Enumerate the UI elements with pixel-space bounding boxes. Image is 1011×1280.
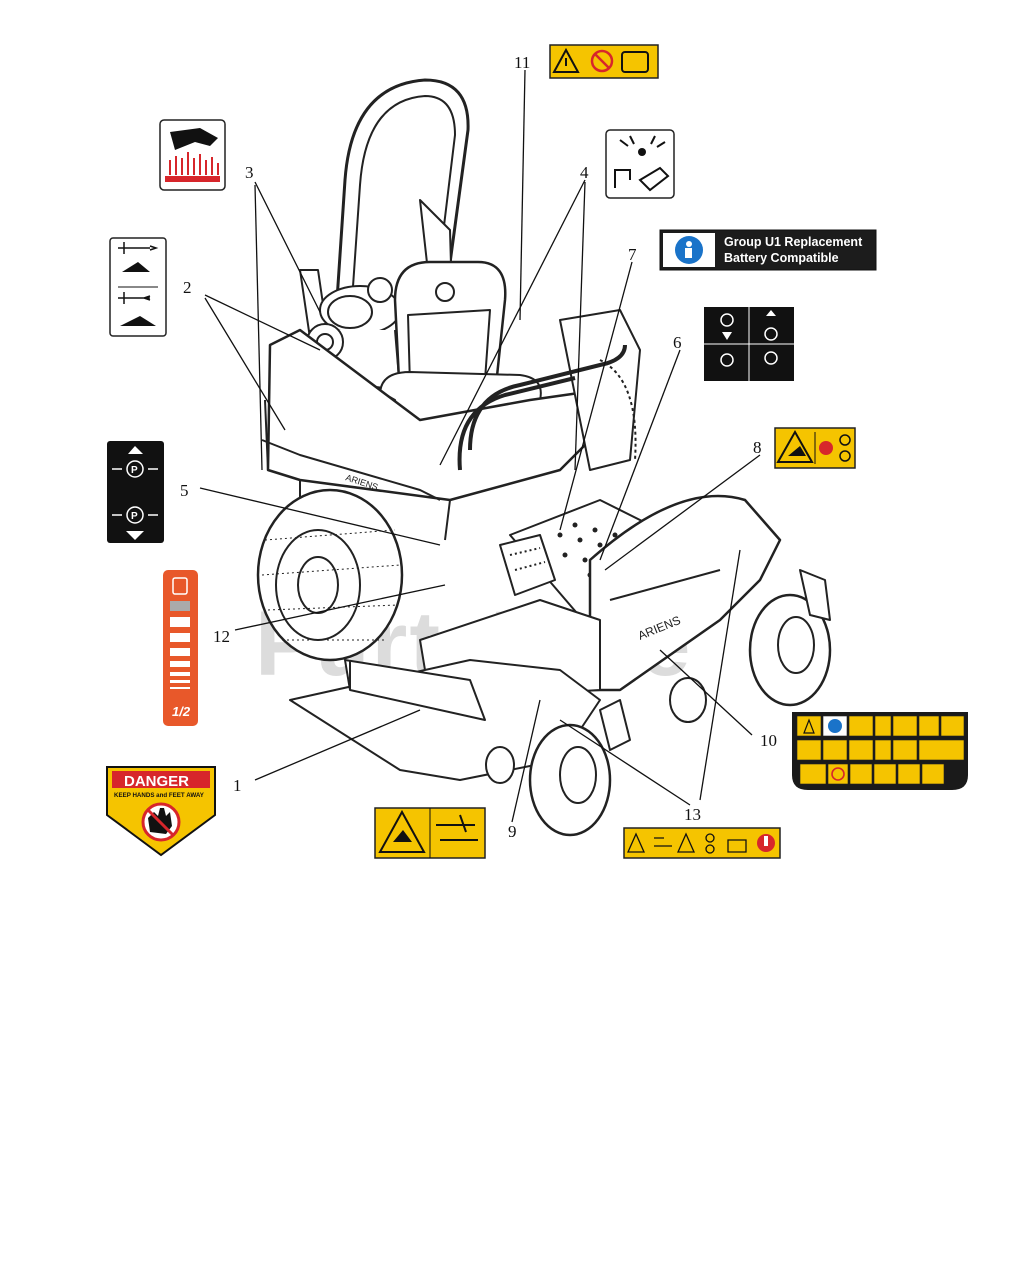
callout-1: 1 [233,776,242,795]
leader-lines [199,69,761,823]
battery-text-2: Battery Compatible [724,251,839,265]
hot-surface-decal [159,119,226,191]
mower-illustration: ARIENS ARIENS [256,78,832,837]
danger-decal: DANGER KEEP HANDS and FEET AWAY [106,766,216,857]
callout-4: 4 [580,163,589,182]
callout-5: 5 [180,481,189,500]
svg-text:P: P [131,511,138,522]
fuel-gauge-decal: 1/2 [163,570,198,726]
parking-brake-decal: P P [107,441,164,543]
danger-title: DANGER [124,773,189,790]
callout-12: 12 [213,627,230,646]
callout-7: 7 [628,245,637,264]
battery-decal: Group U1 Replacement Battery Compatible [659,229,877,271]
danger-text: KEEP HANDS and FEET AWAY [114,792,205,799]
thrown-object-decal [774,427,856,469]
battery-text-1: Group U1 Replacement [724,235,863,249]
callout-11: 11 [514,53,530,72]
fuel-warning-decal [549,44,659,79]
motion-control-decal [704,307,794,381]
svg-text:P: P [131,465,138,476]
callout-6: 6 [673,333,682,352]
callout-numbers: 1 2 3 4 5 6 7 8 9 10 11 12 13 [180,53,777,841]
fuel-half-text: 1/2 [172,704,191,719]
callout-13: 13 [684,805,701,824]
callout-2: 2 [183,278,192,297]
callout-8: 8 [753,438,762,457]
callout-9: 9 [508,822,517,841]
hazard-strip-decal [623,827,781,859]
callout-10: 10 [760,731,777,750]
safety-instruction-decal [792,712,968,790]
callout-3: 3 [245,163,254,182]
attachment-decal [109,237,167,337]
deck-warning-decal [374,807,486,859]
hand-hazard-decal [605,129,675,199]
